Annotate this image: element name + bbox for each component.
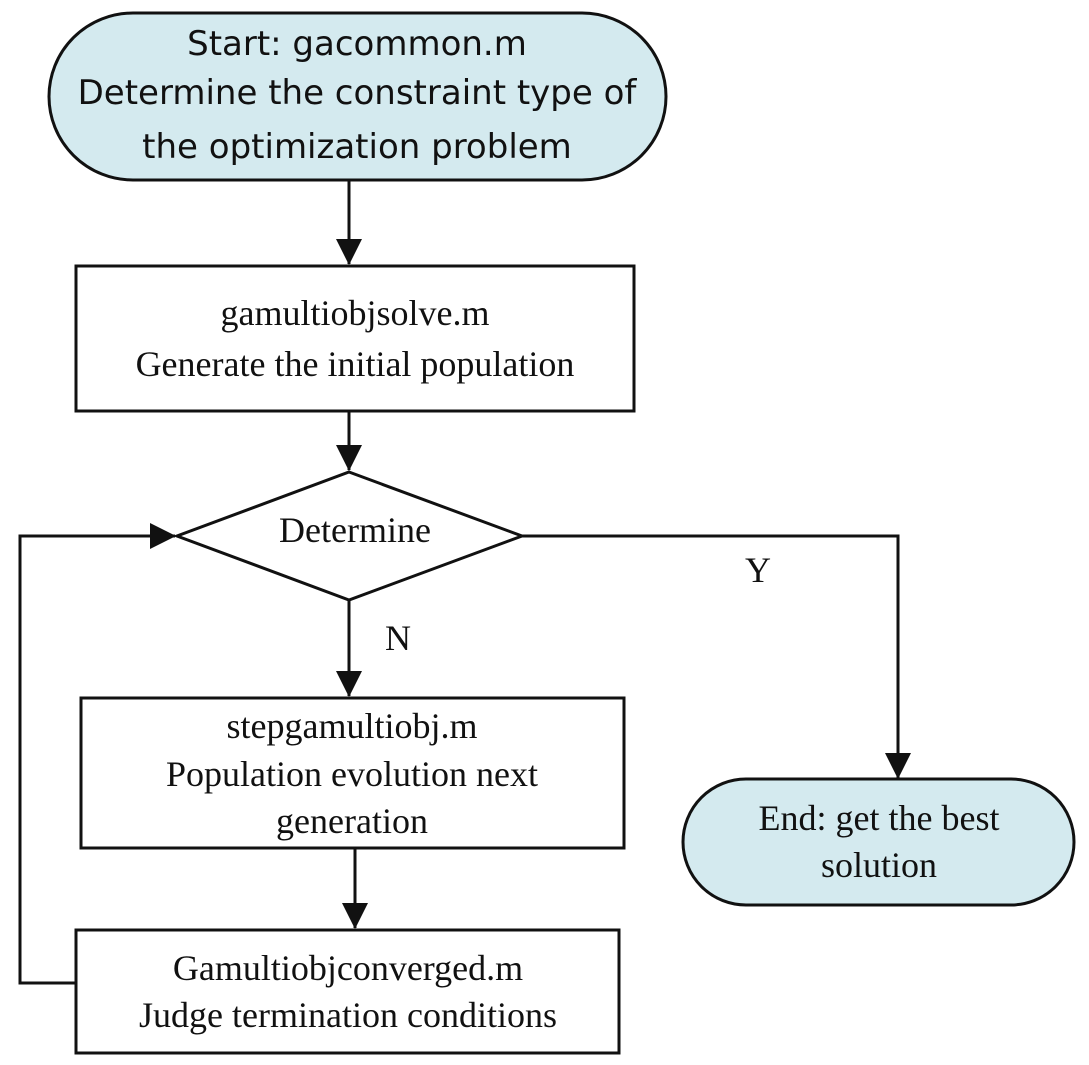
solve-box (74, 264, 636, 413)
start-description-line1: Determine the constraint type of (78, 73, 638, 113)
solve-node: gamultiobjsolve.m Generate the initial p… (74, 264, 636, 413)
no-label: N (385, 618, 411, 658)
end-node: End: get the best solution (681, 777, 1076, 907)
start-terminal-shape (47, 11, 668, 182)
end-terminal-shape (681, 777, 1076, 907)
end-line1: End: get the best (759, 798, 1000, 838)
start-title: Start: gacommon.m (187, 24, 527, 64)
step-description-line1: Population evolution next (166, 754, 538, 794)
converged-description: Judge termination conditions (139, 995, 557, 1035)
converged-box (74, 928, 621, 1055)
start-description-line2: the optimization problem (142, 127, 572, 167)
step-node: stepgamultiobj.m Population evolution ne… (79, 696, 626, 850)
end-line2: solution (821, 845, 937, 885)
decision-label: Determine (279, 510, 431, 550)
step-description-line2: generation (276, 801, 428, 841)
yes-label: Y (745, 550, 771, 590)
step-title: stepgamultiobj.m (227, 706, 478, 746)
start-node: Start: gacommon.m Determine the constrai… (47, 11, 668, 182)
solve-title: gamultiobjsolve.m (221, 293, 490, 333)
converged-node: Gamultiobjconverged.m Judge termination … (74, 928, 621, 1055)
arrow-loop-back-to-decision (18, 523, 176, 985)
step-box (79, 696, 626, 850)
solve-description: Generate the initial population (136, 344, 575, 384)
converged-title: Gamultiobjconverged.m (173, 948, 523, 988)
arrow-decision-to-end (522, 534, 911, 779)
decision-node: Determine (172, 470, 527, 602)
